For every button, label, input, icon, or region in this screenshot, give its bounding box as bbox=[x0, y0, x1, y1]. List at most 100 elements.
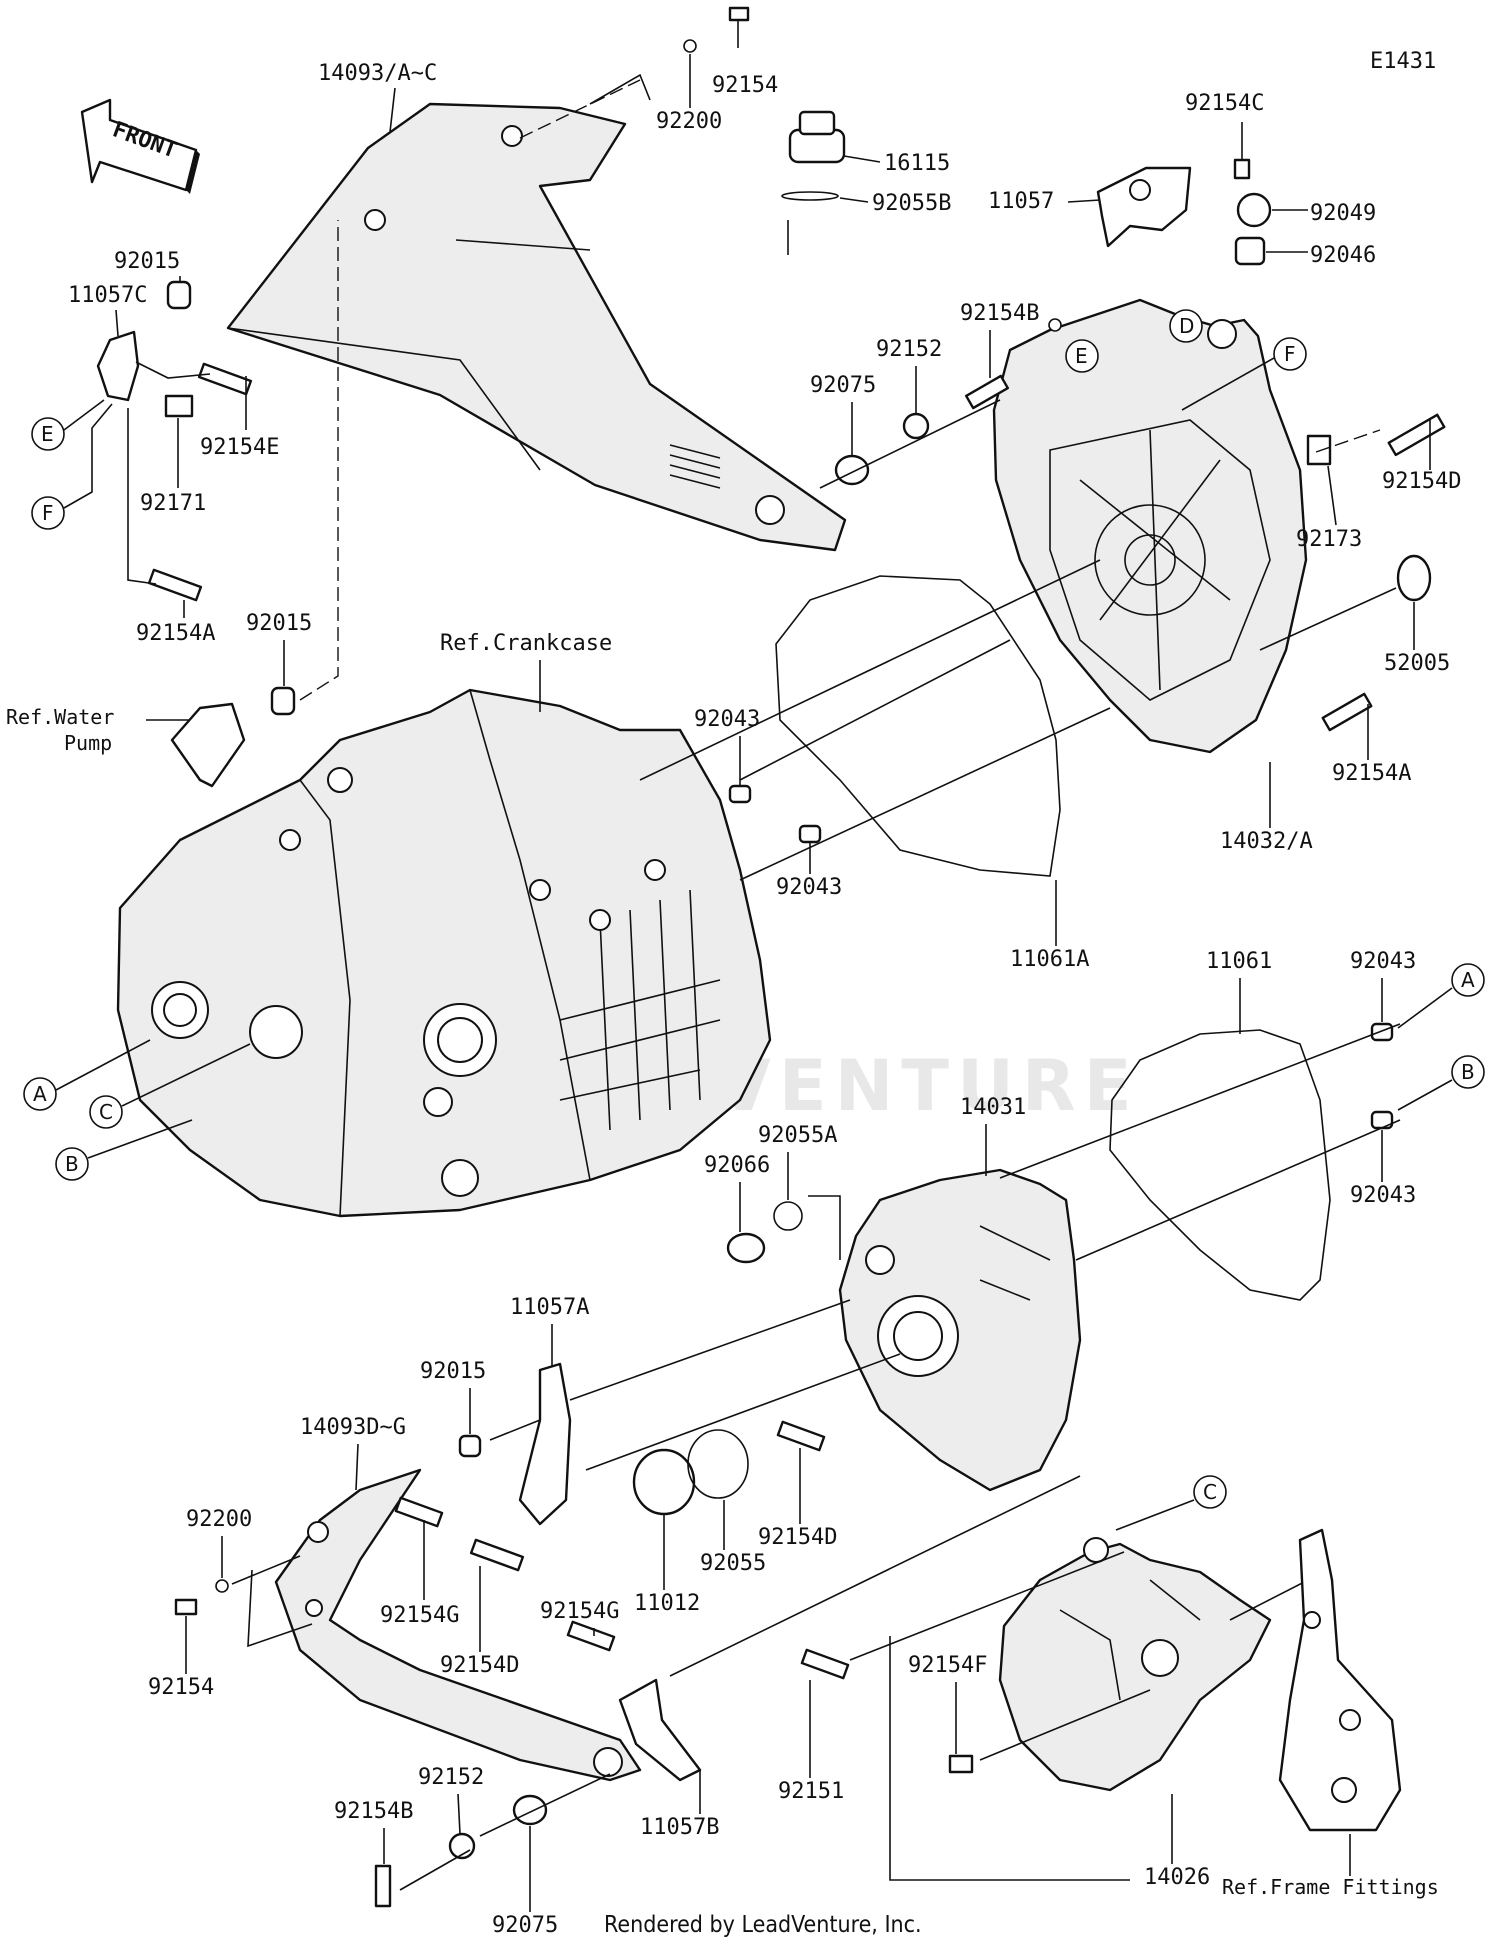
bolt-92154-top bbox=[728, 6, 750, 22]
callout-e-left-label: E bbox=[41, 422, 54, 446]
callout-b-right bbox=[1451, 1055, 1485, 1089]
generator-cover-14031 bbox=[838, 1168, 1082, 1492]
diagram-code: E1431 bbox=[1370, 49, 1436, 74]
label-92154g-b: 92154G bbox=[540, 1599, 619, 1624]
callout-a-right bbox=[1451, 963, 1485, 997]
label-ref-frame-fittings: Ref.Frame Fittings bbox=[1222, 1875, 1439, 1899]
callout-a-left-label: A bbox=[33, 1082, 47, 1106]
label-11057c: 11057C bbox=[68, 283, 147, 308]
bolt-92154d-right bbox=[1387, 413, 1446, 457]
label-92151: 92151 bbox=[778, 1779, 844, 1804]
label-ref-crankcase: Ref.Crankcase bbox=[440, 631, 612, 656]
side-cover-upper-14093ac bbox=[226, 102, 847, 552]
bolt-92154g-a bbox=[394, 1496, 444, 1528]
callout-e-upper-label: E bbox=[1075, 344, 1088, 368]
label-92154a-left: 92154A bbox=[136, 621, 215, 646]
label-92173: 92173 bbox=[1296, 527, 1362, 552]
label-14031: 14031 bbox=[960, 1095, 1026, 1120]
clutch-cover-14032a bbox=[992, 298, 1308, 754]
label-92075-top: 92075 bbox=[810, 373, 876, 398]
bolt-92151 bbox=[800, 1648, 850, 1680]
label-92015-c: 92015 bbox=[420, 1359, 486, 1384]
callout-f-upper bbox=[1273, 337, 1307, 371]
label-92046: 92046 bbox=[1310, 243, 1376, 268]
label-11061: 11061 bbox=[1206, 949, 1272, 974]
label-92043-d: 92043 bbox=[1350, 1183, 1416, 1208]
crankcase bbox=[116, 688, 772, 1218]
label-92015-a: 92015 bbox=[114, 249, 180, 274]
label-92154c: 92154C bbox=[1185, 91, 1264, 116]
collar-92015-b bbox=[270, 686, 296, 716]
label-ref-water-pump-1: Ref.Water bbox=[6, 705, 114, 729]
side-cover-lower-14093dg bbox=[274, 1468, 642, 1782]
label-92043-c: 92043 bbox=[1350, 949, 1416, 974]
label-92154d-b: 92154D bbox=[758, 1525, 837, 1550]
callout-c-right bbox=[1193, 1475, 1227, 1509]
label-92043-a: 92043 bbox=[694, 707, 760, 732]
bolt-92154a-left bbox=[147, 568, 203, 602]
bearing-92046 bbox=[1234, 236, 1266, 266]
clip-92171 bbox=[164, 394, 194, 418]
label-92043-b: 92043 bbox=[776, 875, 842, 900]
callout-f-upper-label: F bbox=[1284, 342, 1296, 366]
cap-11012 bbox=[632, 1448, 696, 1516]
label-14026: 14026 bbox=[1144, 1865, 1210, 1890]
bolt-92154c bbox=[1233, 158, 1251, 180]
o-ring-92055b bbox=[781, 191, 839, 201]
grommet-92075-top bbox=[834, 454, 870, 486]
label-92200-top: 92200 bbox=[656, 109, 722, 134]
front-arrow-icon: FRONT bbox=[80, 98, 200, 194]
label-16115: 16115 bbox=[884, 151, 950, 176]
render-credit: Rendered by LeadVenture, Inc. bbox=[604, 1912, 922, 1938]
bracket-11057c bbox=[96, 330, 140, 402]
label-11057: 11057 bbox=[988, 189, 1054, 214]
label-92154e: 92154E bbox=[200, 435, 279, 460]
callout-c-right-label: C bbox=[1203, 1480, 1217, 1504]
label-92154-top: 92154 bbox=[712, 73, 778, 98]
collar-92015-a bbox=[166, 280, 192, 310]
label-92154d-a: 92154D bbox=[440, 1653, 519, 1678]
label-14093dg: 14093D~G bbox=[300, 1415, 406, 1440]
dowel-92043-c bbox=[1370, 1022, 1394, 1042]
label-92154b-top: 92154B bbox=[960, 301, 1039, 326]
callout-e-upper bbox=[1065, 339, 1099, 373]
label-92154a-right: 92154A bbox=[1332, 761, 1411, 786]
bolt-92154d-b bbox=[776, 1420, 826, 1452]
water-pump-bracket bbox=[170, 702, 246, 788]
label-11012: 11012 bbox=[634, 1591, 700, 1616]
o-ring-92055 bbox=[687, 1429, 749, 1499]
bolt-92154b-top bbox=[964, 374, 1010, 410]
label-11057a: 11057A bbox=[510, 1295, 589, 1320]
bolt-92154d-a bbox=[469, 1538, 525, 1572]
callout-b-left-label: B bbox=[65, 1152, 79, 1176]
plug-92066 bbox=[726, 1232, 766, 1264]
label-92200-bot: 92200 bbox=[186, 1507, 252, 1532]
label-92154d-right: 92154D bbox=[1382, 469, 1461, 494]
gasket-11061a bbox=[775, 575, 1061, 877]
bolt-92154a-right bbox=[1321, 692, 1373, 732]
callout-d-upper-label: D bbox=[1179, 314, 1194, 338]
callout-c-left-label: C bbox=[99, 1100, 113, 1124]
label-11061a: 11061A bbox=[1010, 947, 1089, 972]
label-14032a: 14032/A bbox=[1220, 829, 1313, 854]
callout-f-left bbox=[31, 496, 65, 530]
seal-52005 bbox=[1396, 554, 1432, 602]
callout-e-left bbox=[31, 417, 65, 451]
label-92055: 92055 bbox=[700, 1551, 766, 1576]
callout-d-upper bbox=[1169, 309, 1203, 343]
label-52005: 52005 bbox=[1384, 651, 1450, 676]
label-92152-top: 92152 bbox=[876, 337, 942, 362]
label-92049: 92049 bbox=[1310, 201, 1376, 226]
label-92075-bot: 92075 bbox=[492, 1913, 558, 1938]
label-92154f: 92154F bbox=[908, 1653, 987, 1678]
label-92154-bot: 92154 bbox=[148, 1675, 214, 1700]
callout-c-left bbox=[89, 1095, 123, 1129]
gasket-11061 bbox=[1109, 1029, 1331, 1301]
collar-92152-top bbox=[902, 412, 930, 440]
dowel-92043-b bbox=[798, 824, 822, 844]
callout-a-right-label: A bbox=[1461, 968, 1475, 992]
oil-filler-cap-16115 bbox=[788, 110, 846, 164]
bolt-92154-bot bbox=[174, 1598, 198, 1616]
bolt-92154e bbox=[197, 362, 253, 396]
